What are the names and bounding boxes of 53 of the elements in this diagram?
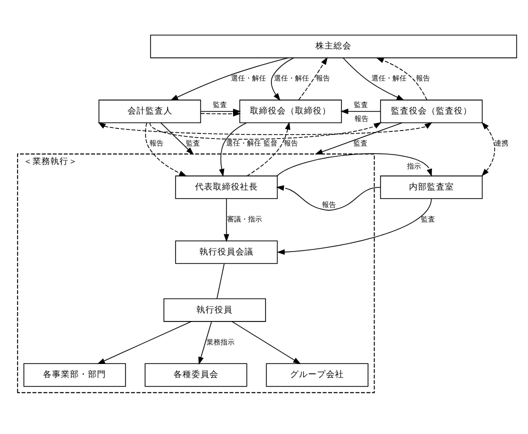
edge-label: 報告 [316, 74, 330, 83]
arrow [224, 198, 230, 242]
arrow [231, 321, 301, 364]
node-box: 執行役員 [163, 298, 266, 322]
edge-label: 連携 [494, 138, 508, 148]
arrow [200, 111, 241, 116]
node-box: グループ会社 [266, 363, 368, 387]
arrow [160, 122, 194, 155]
node-box: 各事業部・部門 [23, 363, 126, 387]
edge-label: 監査 [186, 138, 200, 148]
edge-label: 指示 [406, 161, 421, 170]
edge-label: 選任・解任 [230, 74, 266, 83]
node-box: 執行役員会議 [175, 240, 278, 264]
edge-label: 報告 [416, 74, 430, 83]
arrow [342, 58, 404, 100]
node-box: 代表取締役社長 [175, 176, 278, 199]
node-box: 内部監査室 [380, 176, 483, 199]
edge-label: 監査 [420, 214, 435, 224]
arrow [314, 122, 403, 154]
edge-label: 審議・指示 [226, 214, 262, 224]
edge-label: 報告 [354, 114, 368, 124]
node-box: 監査役会（監査役） [380, 100, 483, 124]
arrow [298, 56, 328, 100]
edge-label: 選任・解任 [372, 74, 407, 83]
edge-label: 業務指示 [206, 337, 235, 346]
arrow [170, 57, 289, 101]
arrow [340, 108, 381, 114]
edge-label: 報告 [322, 200, 336, 209]
edge-label: 報告 [284, 138, 298, 148]
edge-label: 選任・解任 監督 [226, 138, 278, 148]
arrow [276, 185, 381, 211]
connector [216, 263, 225, 299]
arrow [145, 122, 187, 176]
edge-label: 監査 [213, 100, 228, 109]
arrow [198, 321, 212, 365]
edge-label: 監査 [354, 138, 368, 148]
node-box: 会計監査人 [98, 100, 202, 124]
edge-label: 選任・解任 [274, 74, 309, 83]
node-box: 取締役会（取締役） [239, 100, 342, 124]
arrow [218, 122, 247, 177]
edge-label: 監査 [354, 100, 368, 109]
arrow [98, 122, 432, 135]
arrow [246, 122, 290, 176]
arrow [149, 122, 382, 140]
node-box: 株主総会 [150, 34, 518, 58]
node-box: 各種委員会 [144, 363, 248, 387]
arrow [276, 198, 432, 255]
arrow [97, 321, 192, 364]
arrow [270, 58, 294, 101]
arrow [376, 58, 428, 100]
arrow [481, 122, 496, 176]
arrow [276, 153, 432, 177]
edge-label: 報告 [149, 138, 164, 148]
